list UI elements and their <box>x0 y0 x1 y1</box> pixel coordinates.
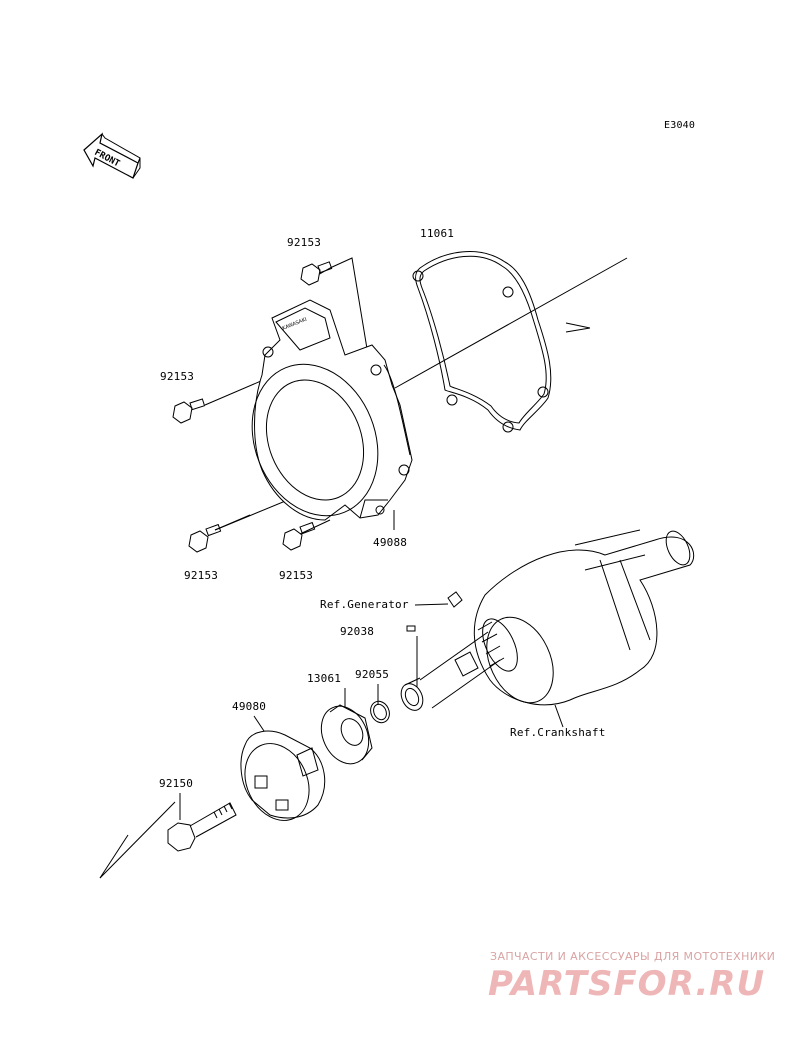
bolt-92153-left <box>172 398 206 424</box>
circlip-92055 <box>370 700 390 724</box>
bolt-92153-bottom-right <box>282 521 316 551</box>
front-arrow-icon: FRONT <box>83 132 141 179</box>
key-92038 <box>406 625 416 632</box>
hub-13061 <box>320 704 373 765</box>
generator-cover-49088: KAWASAKI <box>251 299 413 521</box>
gasket-11061 <box>412 251 552 433</box>
part-label-92153-bottom-right[interactable]: 92153 <box>279 569 314 582</box>
part-label-13061[interactable]: 13061 <box>307 672 342 685</box>
part-label-92153-top[interactable]: 92153 <box>287 236 322 249</box>
part-label-49088[interactable]: 49088 <box>373 536 408 549</box>
part-label-92150[interactable]: 92150 <box>159 777 194 790</box>
generator-key <box>447 591 463 608</box>
bolt-92153-bottom-left <box>188 523 222 553</box>
cup-49080 <box>240 730 326 821</box>
axis-line-cover <box>394 257 628 389</box>
part-label-92038[interactable]: 92038 <box>340 625 375 638</box>
part-label-11061[interactable]: 11061 <box>420 227 455 240</box>
part-label-92153-bottom-left[interactable]: 92153 <box>184 569 219 582</box>
axis-line-bolt <box>99 801 176 879</box>
ref-crankshaft-label[interactable]: Ref.Crankshaft <box>510 726 606 739</box>
part-label-92153-left[interactable]: 92153 <box>160 370 195 383</box>
ref-generator-label[interactable]: Ref.Generator <box>320 598 409 611</box>
part-label-92055[interactable]: 92055 <box>355 668 390 681</box>
part-label-49080[interactable]: 49080 <box>232 700 267 713</box>
diagram-code: E3040 <box>664 120 696 131</box>
watermark-brand: PARTSFOR.RU <box>488 964 766 1004</box>
crankshaft <box>400 529 695 711</box>
bolt-92150 <box>167 802 237 852</box>
bolt-92153-top <box>300 261 333 286</box>
watermark-caption: ЗАПЧАСТИ И АКСЕССУАРЫ ДЛЯ МОТОТЕХНИКИ <box>490 950 776 963</box>
